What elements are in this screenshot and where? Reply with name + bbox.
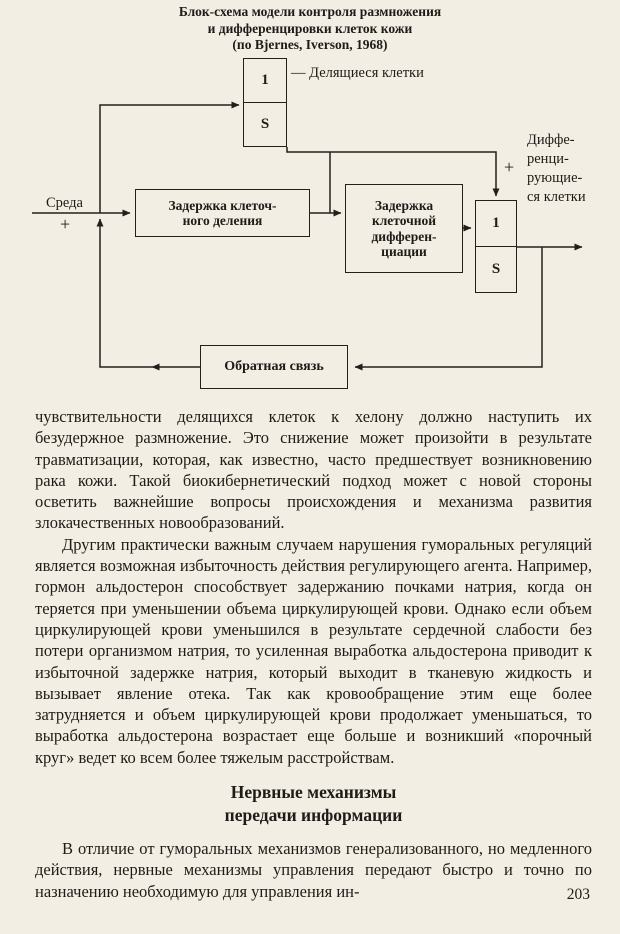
block-differentiation-delay: Задержка клеточной дифферен- циации — [345, 184, 463, 273]
body-text: чувствительности делящихся клеток к хело… — [35, 406, 592, 902]
paragraph-chalone: чувствительности делящихся клеток к хело… — [35, 407, 592, 533]
label-environment: Среда — [46, 195, 83, 211]
section-heading-line: Нервные механизмы — [230, 782, 397, 803]
figure-block-diagram: Блок-схема модели контроля размножения и… — [0, 0, 620, 402]
diagram-connectors — [32, 101, 583, 371]
figure-title: Блок-схема модели контроля размножения и… — [0, 4, 620, 54]
block-differentiation-delay-line: клеточной — [371, 213, 437, 228]
arrow-into-differentiating-integrator-top — [286, 147, 500, 197]
arrow-output-to-feedback — [354, 247, 543, 371]
section-heading-line: передачи информации — [224, 805, 403, 826]
label-differentiating-cells: Диффе- ренци- рующие- ся клетки — [527, 131, 586, 207]
block-differentiation-delay-line: Задержка — [374, 197, 434, 213]
integrator-numerator: 1 — [476, 201, 516, 247]
block-differentiating-cells-integrator: 1 S — [475, 200, 517, 293]
integrator-denominator: S — [260, 115, 270, 132]
section-heading: Нервные механизмы передачи информации — [35, 781, 592, 827]
figure-title-line: и дифференцировки клеток кожи — [207, 20, 413, 36]
label-differentiating-cells-line: рующие- — [527, 170, 583, 186]
label-differentiating-cells-line: ся клетки — [527, 189, 586, 205]
arrow-into-dividing-integrator — [99, 101, 240, 213]
arrow-feedback-to-input-junction — [96, 218, 152, 368]
paragraph-aldosterone: Другим практически важным случаем наруше… — [35, 534, 592, 767]
block-division-delay-line: Задержка клеточ- — [168, 197, 277, 213]
figure-title-line: (по Bjernes, Iverson, 1968) — [232, 37, 388, 52]
block-feedback-label: Обратная связь — [224, 359, 324, 375]
page-number: 203 — [566, 886, 590, 903]
label-dividing-cells: — Делящиеся клетки — [291, 65, 424, 81]
block-feedback: Обратная связь — [200, 345, 348, 389]
figure-title-line: Блок-схема модели контроля размножения — [178, 4, 442, 19]
block-division-delay: Задержка клеточ- ного деления — [135, 189, 310, 237]
block-division-delay-line: ного деления — [182, 213, 263, 228]
integrator-denominator: S — [491, 260, 501, 277]
block-differentiation-delay-line: дифферен- — [371, 228, 437, 244]
block-dividing-cells-integrator: 1 S — [243, 58, 287, 147]
label-input-plus-sign: + — [60, 214, 71, 234]
label-differentiating-cells-line: Диффе- — [527, 132, 575, 148]
integrator-numerator: 1 — [244, 59, 286, 103]
label-differentiating-cells-line: ренци- — [527, 151, 569, 167]
block-differentiation-delay-line: циации — [381, 244, 427, 259]
label-differentiation-plus-sign: + — [504, 157, 515, 177]
paragraph-nervous-intro: В отличие от гуморальных механизмов гене… — [35, 839, 592, 901]
